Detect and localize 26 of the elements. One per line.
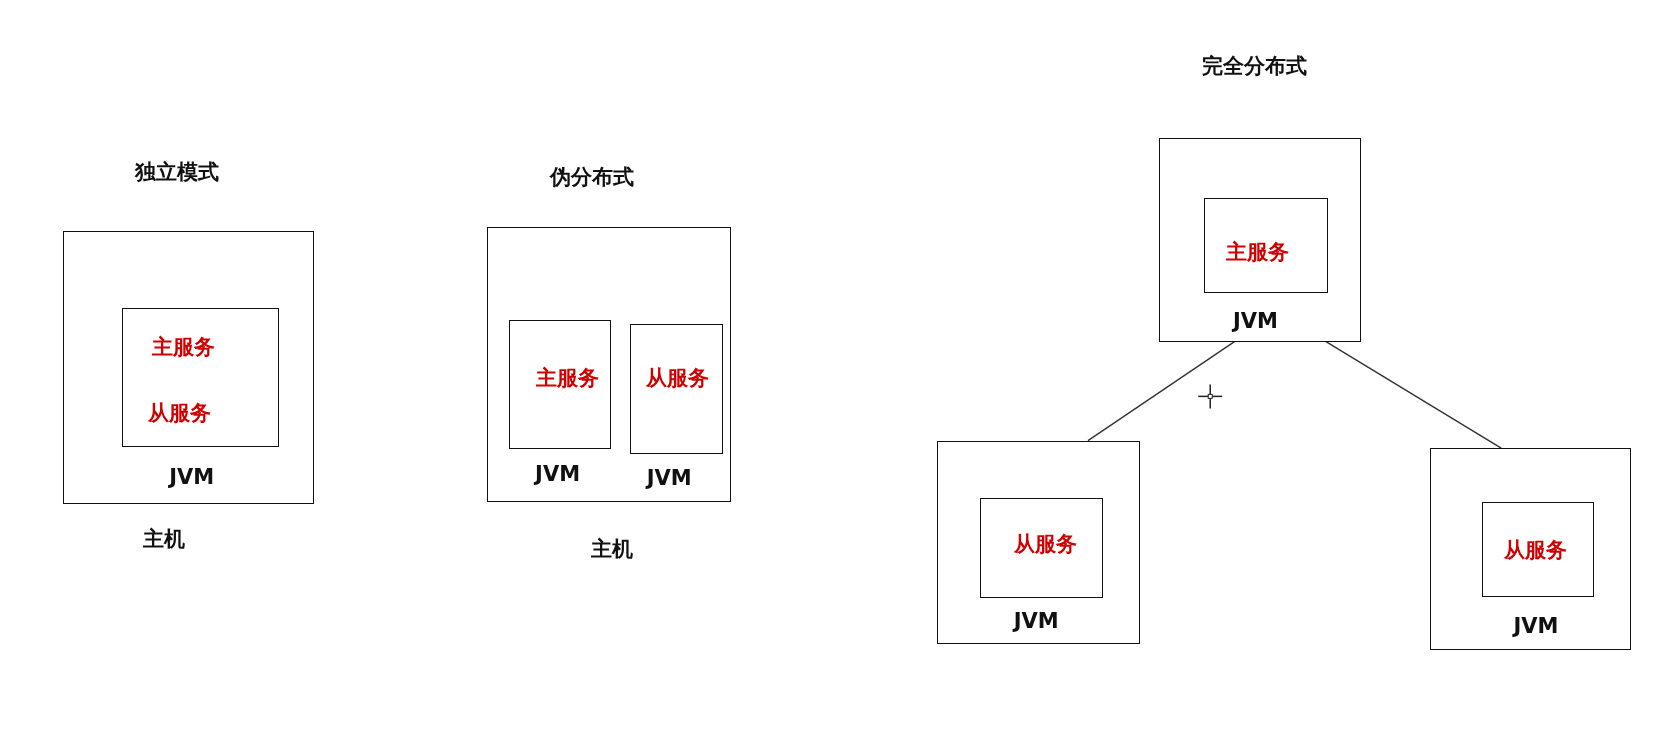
host-label: 主机 bbox=[591, 538, 634, 560]
connector-line bbox=[1087, 340, 1236, 442]
service-label: 从服务 bbox=[147, 402, 211, 424]
jvm-label: JVM bbox=[1233, 310, 1278, 332]
connector-line bbox=[1325, 340, 1502, 449]
jvm-box bbox=[1158, 138, 1361, 342]
service-label: 主服务 bbox=[1226, 241, 1290, 263]
service-box bbox=[1482, 501, 1594, 597]
jvm-label: JVM bbox=[169, 466, 215, 488]
jvm-label: JVM bbox=[1513, 615, 1559, 637]
host-label: 主机 bbox=[143, 528, 186, 550]
jvm-box bbox=[937, 440, 1140, 645]
jvm-box bbox=[1429, 448, 1631, 651]
jvm-label: JVM bbox=[646, 467, 692, 489]
service-label: 主服务 bbox=[151, 336, 215, 358]
panel-title: 完全分布式 bbox=[1202, 55, 1307, 77]
service-label: 从服务 bbox=[1014, 533, 1078, 555]
jvm-label: JVM bbox=[535, 463, 581, 485]
jvm-label: JVM bbox=[1013, 610, 1059, 632]
service-label: 从服务 bbox=[646, 367, 710, 389]
service-box bbox=[1203, 198, 1329, 293]
service-label: 从服务 bbox=[1504, 539, 1568, 561]
service-box bbox=[980, 497, 1103, 598]
service-label: 主服务 bbox=[535, 367, 599, 389]
panel-title: 伪分布式 bbox=[550, 166, 635, 188]
panel-title: 独立模式 bbox=[135, 161, 220, 183]
